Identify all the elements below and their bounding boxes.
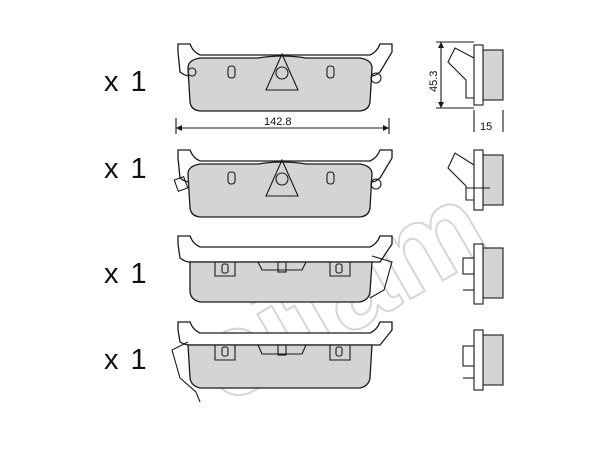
brake-pad-2 bbox=[173, 149, 393, 218]
pin-hole bbox=[275, 172, 289, 186]
quantity-label-3: x 1 bbox=[104, 258, 149, 290]
slot bbox=[335, 346, 343, 357]
dimension-width-label: 142.8 bbox=[264, 116, 292, 128]
clip-hole bbox=[187, 67, 197, 77]
shim-outline bbox=[214, 261, 351, 277]
backing-plate bbox=[177, 321, 393, 346]
center-boss bbox=[265, 52, 299, 91]
friction-material bbox=[187, 55, 373, 112]
dimension-height-label: 45.3 bbox=[428, 71, 440, 92]
wear-indicator-spring bbox=[171, 341, 201, 403]
center-notch bbox=[277, 261, 287, 273]
brake-pad-3 bbox=[177, 235, 393, 303]
slot bbox=[227, 171, 236, 185]
quantity-label-2: x 1 bbox=[104, 153, 149, 185]
brake-pad-4 bbox=[171, 321, 393, 403]
shim-outline bbox=[214, 344, 351, 361]
friction-material bbox=[187, 161, 373, 218]
slot bbox=[326, 171, 335, 185]
side-view-4 bbox=[462, 329, 504, 391]
side-view-1: 45.3 15 bbox=[428, 41, 504, 133]
friction-material bbox=[189, 261, 373, 303]
side-view-3 bbox=[462, 243, 504, 305]
backing-plate bbox=[177, 235, 393, 263]
side-view-2 bbox=[447, 149, 504, 211]
dimension-thickness-label: 15 bbox=[480, 121, 492, 133]
center-notch bbox=[277, 344, 287, 356]
slot bbox=[221, 263, 229, 274]
dimension-width: 142.8 bbox=[175, 116, 390, 134]
quantity-label-4: x 1 bbox=[104, 344, 149, 376]
center-boss bbox=[265, 158, 299, 197]
clip-hole bbox=[370, 178, 382, 190]
quantity-label-1: x 1 bbox=[104, 66, 149, 98]
brake-pad-1 bbox=[177, 43, 393, 112]
clip-hole bbox=[370, 72, 382, 84]
friction-material bbox=[187, 344, 373, 389]
slot bbox=[335, 263, 343, 274]
slot bbox=[227, 65, 236, 79]
wear-indicator-spring bbox=[369, 255, 393, 299]
slot bbox=[221, 346, 229, 357]
slot bbox=[326, 65, 335, 79]
pin-hole bbox=[275, 66, 289, 80]
clip bbox=[173, 175, 189, 193]
